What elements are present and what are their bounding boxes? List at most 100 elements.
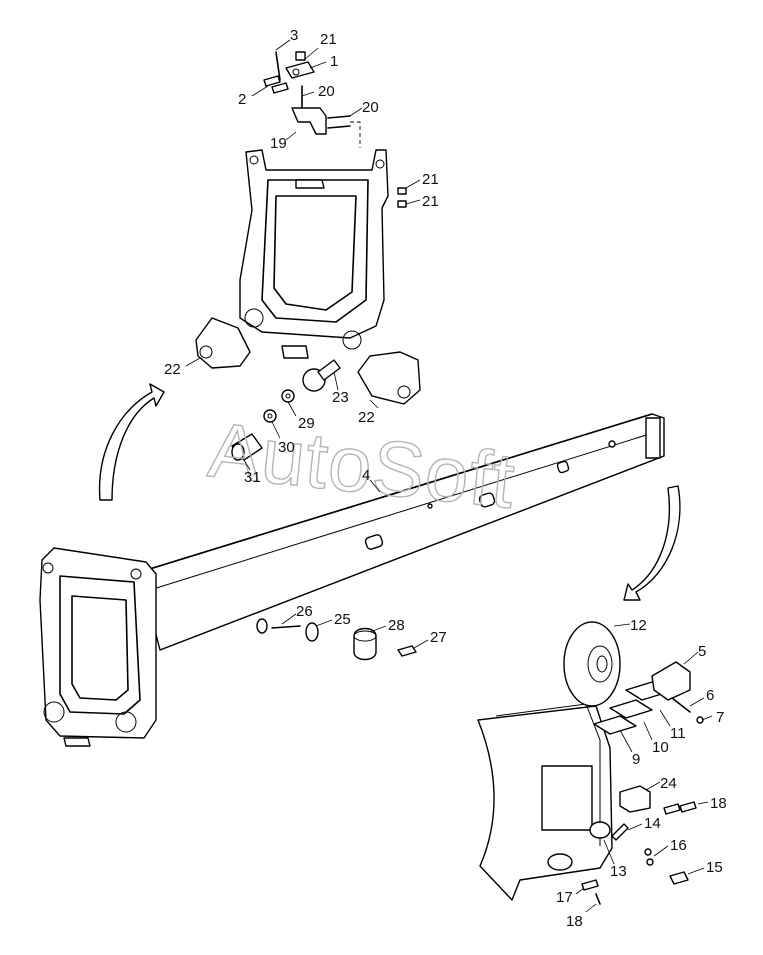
bracket-22-right-hole: [397, 385, 411, 399]
callout-25: 25: [334, 611, 351, 628]
bolt-20a: [327, 115, 351, 119]
callout-26: 26: [296, 603, 313, 620]
pulley-12-bore: [596, 655, 608, 673]
leader: [645, 781, 661, 791]
callout-labels: 3 21 1 2 20 20 19 21 21 22 23 22 29 30 3…: [164, 27, 727, 930]
bolt-27: [397, 645, 417, 657]
boom-nose-edge: [495, 703, 601, 846]
plate-10: [609, 699, 653, 719]
nose-bore: [547, 853, 573, 871]
base-pad: [63, 737, 91, 747]
leader: [689, 697, 705, 707]
callout-5: 5: [698, 643, 706, 660]
arrow-down-right: [623, 485, 681, 601]
callout-16: 16: [670, 837, 687, 854]
frame-bore-left: [244, 308, 264, 328]
pulley-12: [563, 621, 621, 707]
washer-29: [281, 389, 295, 403]
top-pad: [295, 179, 325, 189]
leader: [405, 179, 421, 189]
leader: [627, 823, 643, 831]
boom-hole-4: [608, 440, 616, 448]
leader: [309, 61, 327, 69]
bracket-22-left-hole: [199, 345, 213, 359]
bolt-2b: [271, 82, 289, 94]
callout-24: 24: [660, 775, 677, 792]
clamp-1: [285, 61, 315, 79]
lug-hole-right: [375, 159, 385, 169]
callout-30: 30: [278, 439, 295, 456]
leader: [369, 625, 387, 633]
nut-21b: [397, 200, 407, 208]
head-frame-assembly: [195, 51, 421, 461]
callout-4: 4: [362, 467, 370, 484]
nut-21-top: [295, 51, 306, 61]
boom-base-frame: [39, 547, 157, 739]
callout-11: 11: [670, 725, 686, 742]
head-frame: [239, 149, 389, 339]
bolt-3: [275, 51, 281, 81]
bushing-13: [589, 821, 611, 839]
callout-27: 27: [430, 629, 447, 646]
leader-lines: [185, 39, 713, 913]
leader: [287, 401, 297, 417]
frame-bore-right: [342, 330, 362, 350]
head-frame-inner: [261, 179, 369, 323]
spacer-25: [305, 622, 319, 642]
leader: [659, 709, 671, 727]
callout-31: 31: [244, 469, 261, 486]
callout-13: 13: [610, 863, 627, 880]
leader: [603, 839, 615, 865]
boom-nose-assembly: [477, 621, 704, 905]
arrow-up-left: [98, 383, 165, 501]
leader: [697, 801, 709, 805]
leader: [585, 903, 597, 913]
leader: [701, 715, 713, 721]
pulley-12-hub: [587, 645, 613, 683]
plate-14: [611, 823, 629, 841]
leader: [301, 91, 315, 97]
washer-left: [256, 618, 268, 634]
base-lug-left: [42, 562, 54, 574]
boom-slot-3: [556, 460, 570, 474]
bracket-19: [291, 107, 327, 135]
washer-30-hole: [267, 413, 273, 419]
boom-top-edge: [139, 413, 653, 573]
leader: [349, 107, 363, 117]
block-24: [619, 785, 651, 813]
leader: [251, 85, 269, 97]
pin-23-shaft: [317, 359, 341, 381]
callout-14: 14: [644, 815, 661, 832]
bolt-20b: [327, 125, 351, 129]
bolt-15: [669, 871, 689, 885]
bolt-18a: [663, 803, 681, 815]
plate-9: [593, 715, 637, 735]
base-lug-right: [130, 568, 142, 580]
callout-9: 9: [632, 751, 640, 768]
leader: [303, 47, 319, 61]
callout-17: 17: [556, 889, 573, 906]
leader: [275, 39, 291, 51]
leader: [243, 459, 251, 471]
leader: [405, 199, 421, 205]
callout-1: 1: [330, 53, 338, 70]
boom-base-inner: [59, 575, 141, 715]
pin-6: [671, 697, 691, 713]
washer-16a: [644, 848, 652, 856]
boom-assembly: [39, 413, 665, 747]
head-frame-window: [273, 195, 357, 311]
leader: [369, 479, 381, 493]
callout-15: 15: [706, 859, 723, 876]
washer-30: [263, 409, 277, 423]
callout-21: 21: [422, 171, 439, 188]
callout-18: 18: [566, 913, 583, 930]
callout-21: 21: [320, 31, 337, 48]
cover-plate: [541, 765, 593, 831]
leader: [575, 887, 585, 895]
boom-hole-5: [427, 503, 433, 509]
base-bore-right: [115, 711, 137, 733]
callout-10: 10: [652, 739, 669, 756]
boom-slot-1: [364, 534, 384, 550]
callout-3: 3: [290, 27, 298, 44]
callout-22: 22: [358, 409, 375, 426]
